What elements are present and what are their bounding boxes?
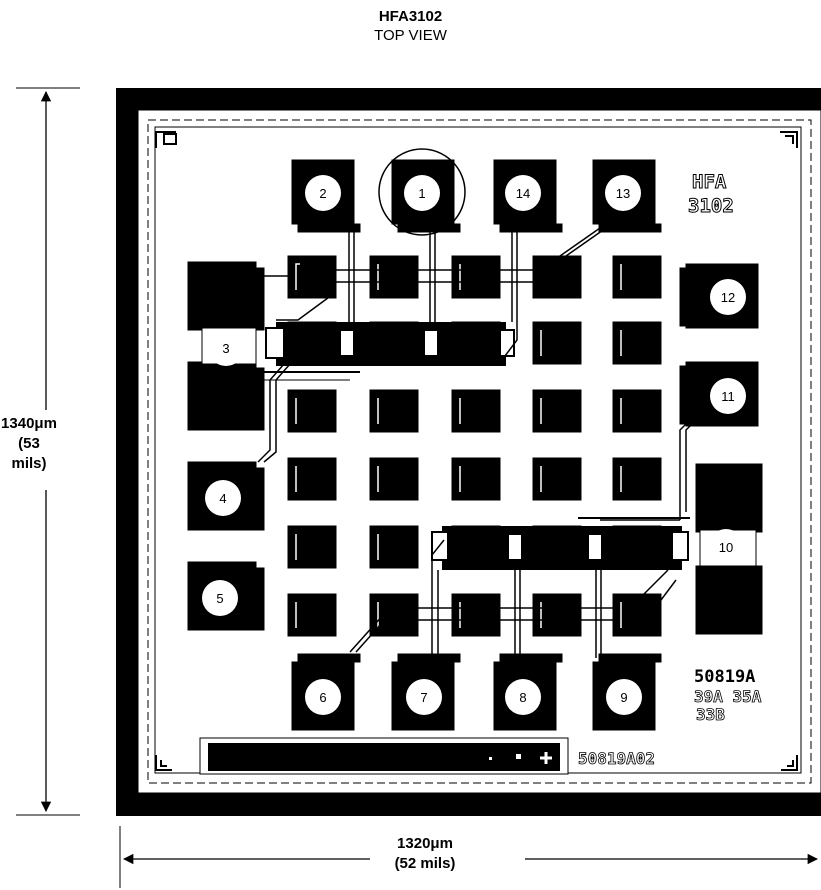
svg-text:11: 11 [721, 389, 735, 404]
pad-8: 8 [505, 679, 541, 715]
pad-2: 2 [305, 175, 341, 211]
height-value: 1340μm [1, 415, 57, 432]
die-seal-ring [147, 119, 812, 784]
width-dimension-label: 1320μm (52 mils) [380, 834, 470, 874]
pad-7: 7 [406, 679, 442, 715]
transistor-highlights [295, 263, 622, 628]
pad-14: 14 [505, 175, 541, 211]
height-mils: (53 mils) [11, 435, 47, 472]
svg-text:13: 13 [616, 186, 630, 201]
pad-3: 3 [208, 330, 244, 366]
pad-13: 13 [605, 175, 641, 211]
svg-text:6: 6 [319, 690, 326, 705]
width-value: 1320μm [397, 835, 453, 852]
diagram-subtitle: TOP VIEW [374, 27, 447, 44]
svg-text:HFA: HFA [692, 171, 727, 193]
svg-text:14: 14 [516, 186, 530, 201]
part-marking: HFA 3102 [688, 171, 735, 218]
pad-9: 9 [606, 679, 642, 715]
device-cluster-bottom [431, 517, 690, 570]
svg-text:2: 2 [319, 186, 326, 201]
svg-text:50819A: 50819A [694, 667, 755, 687]
width-dimension [119, 826, 819, 888]
pad-6: 6 [305, 679, 341, 715]
svg-text:5: 5 [216, 591, 223, 606]
metal-traces [257, 227, 707, 660]
height-dimension-label: 1340μm (53 mils) [0, 414, 58, 474]
svg-text:33B: 33B [696, 705, 725, 724]
svg-text:3102: 3102 [688, 195, 734, 217]
bottom-code-marking: 50819A02 [578, 749, 655, 768]
revision-marking: 50819A 39A 35A 33B [694, 667, 763, 724]
pad-10: 10 [708, 529, 744, 565]
width-mils: (52 mils) [394, 855, 456, 872]
svg-text:8: 8 [519, 690, 526, 705]
pad-5: 5 [202, 580, 238, 616]
pad-11: 11 [710, 378, 746, 414]
diagram-title: HFA3102 [378, 8, 443, 25]
pad-1: 1 [404, 175, 440, 211]
svg-text:4: 4 [219, 491, 226, 506]
svg-text:39A 35A: 39A 35A [694, 687, 762, 706]
svg-text:1: 1 [418, 186, 425, 201]
height-dimension [16, 87, 80, 816]
bottom-alignment-bar [199, 737, 569, 775]
pad-4: 4 [205, 480, 241, 516]
svg-text:9: 9 [620, 690, 627, 705]
device-cluster-top [262, 322, 515, 381]
pad-12: 12 [710, 279, 746, 315]
svg-text:12: 12 [721, 290, 735, 305]
svg-text:10: 10 [719, 540, 733, 555]
corner-marks [155, 131, 798, 771]
die-surface [137, 109, 821, 794]
svg-text:7: 7 [420, 690, 427, 705]
svg-text:3: 3 [222, 341, 229, 356]
